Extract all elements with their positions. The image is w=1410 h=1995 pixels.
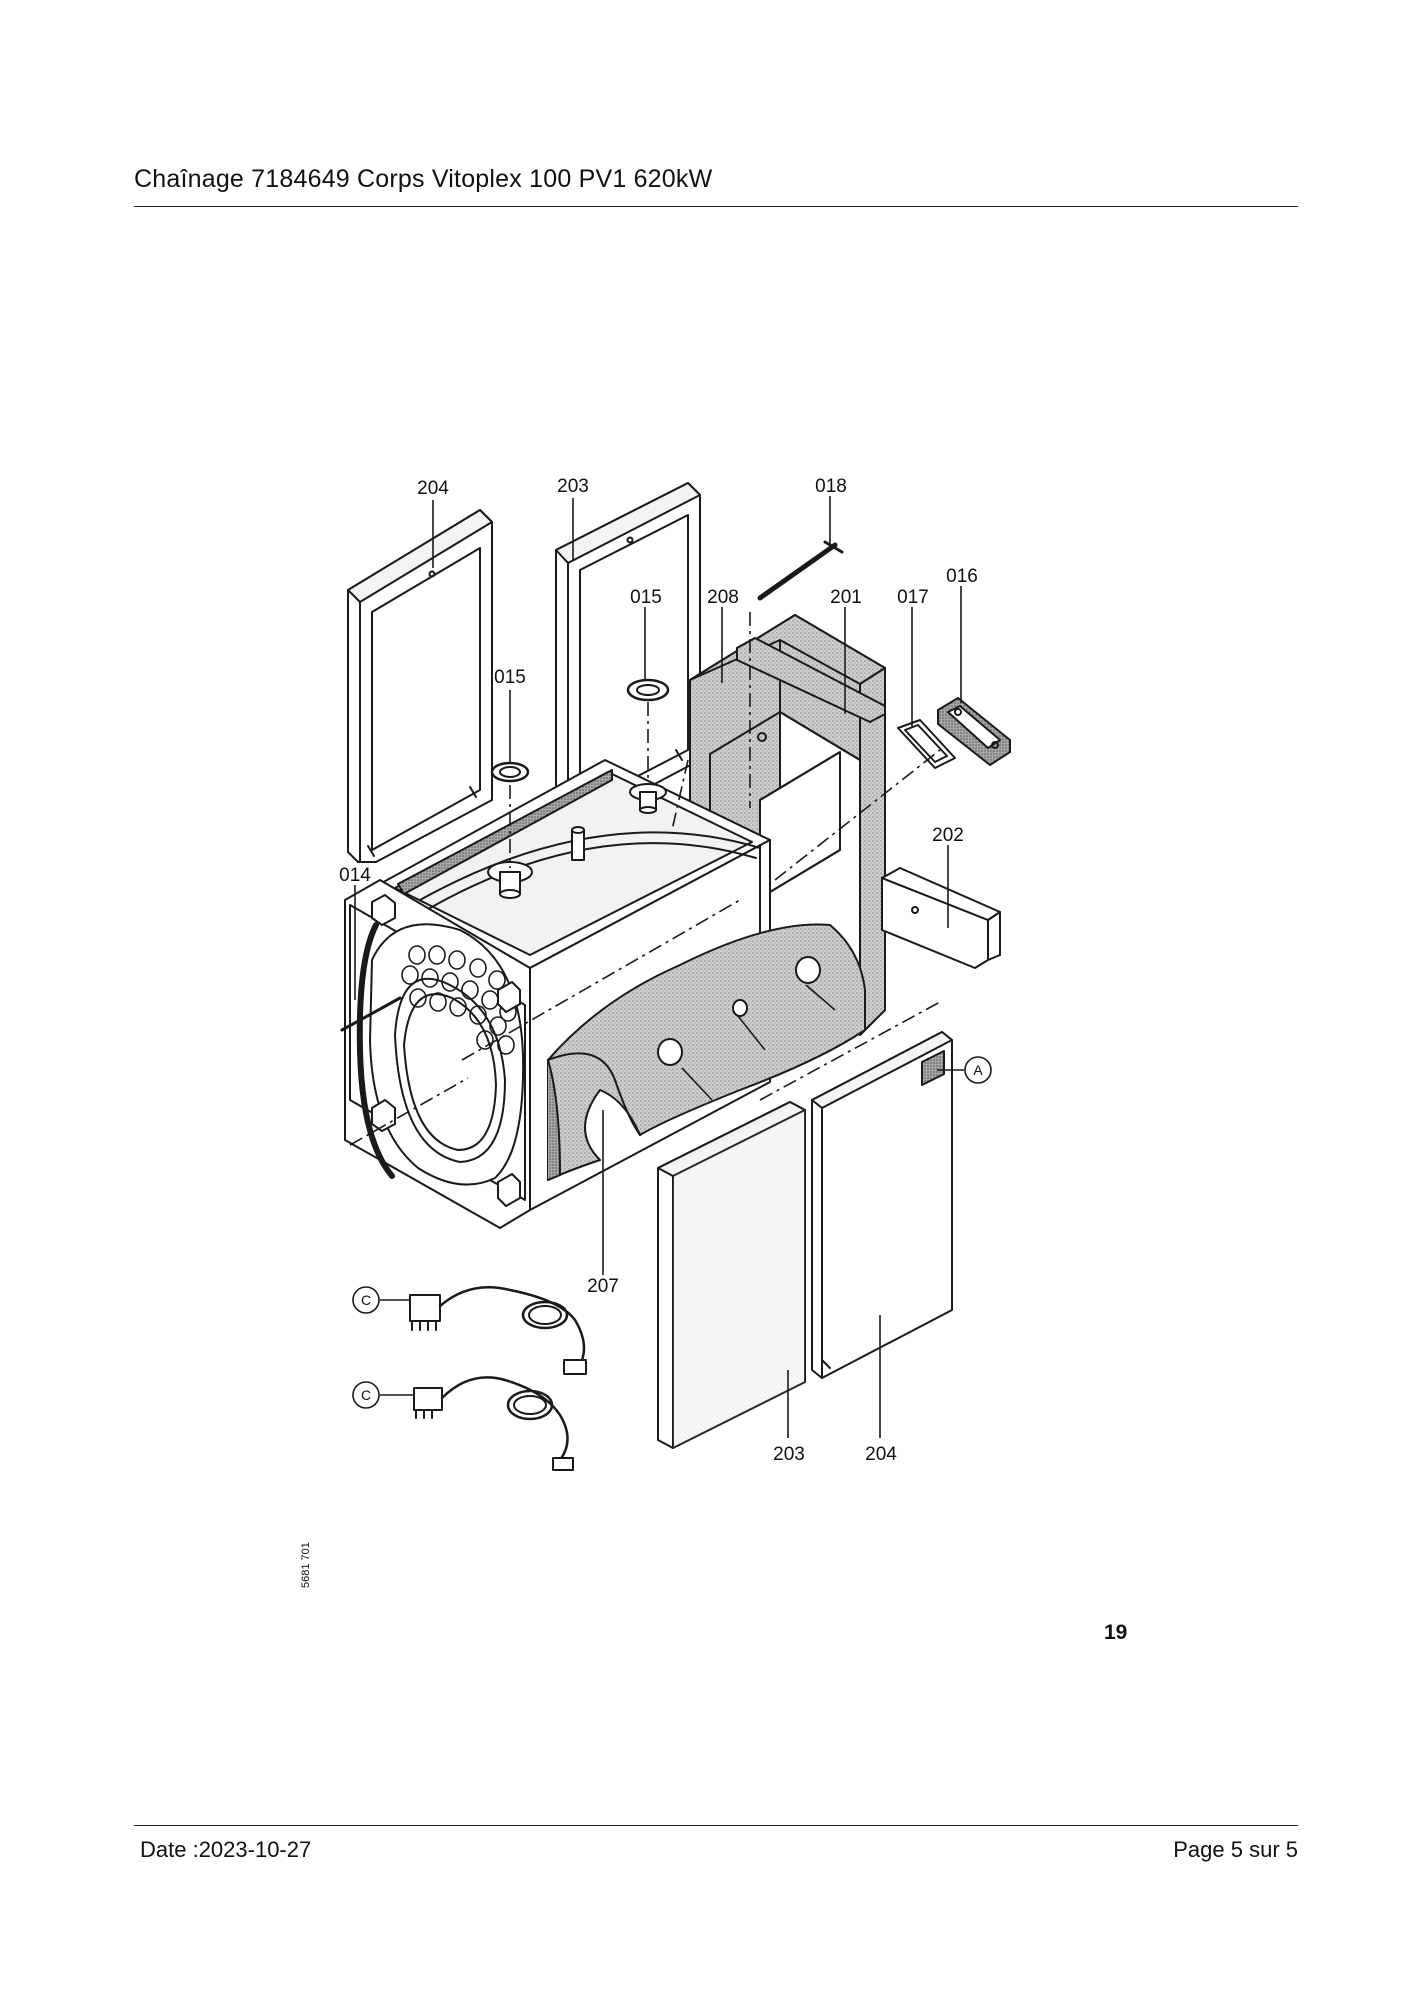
label-208: 208 [707, 587, 739, 608]
marker-circle-c1 [352, 1286, 380, 1314]
part-204-bottom-panel [811, 1031, 953, 1379]
drawing-page-number: 19 [1104, 1621, 1128, 1644]
part-018-rod [757, 540, 844, 601]
label-203-top: 203 [557, 476, 589, 497]
marker-circle-c2 [352, 1381, 380, 1409]
part-014-loop [340, 922, 402, 1179]
part-201-bar [736, 637, 886, 723]
footer-date: Date :2023-10-27 [140, 1837, 312, 1862]
label-016: 016 [946, 566, 978, 587]
leader-line [805, 984, 836, 1011]
axis-line [349, 1077, 469, 1146]
part-207-insulation-mat [547, 923, 866, 1181]
part-015-washer-left [490, 761, 530, 783]
axis-line [759, 1001, 941, 1101]
cable-harness-1 [409, 1286, 587, 1375]
part-016-cover [937, 697, 1011, 766]
axis-line [774, 749, 941, 881]
header-rule [134, 206, 1298, 207]
footer-page-indicator: Page 5 sur 5 [1173, 1837, 1298, 1862]
label-017: 017 [897, 587, 929, 608]
part-203-bottom-panel [657, 1101, 806, 1449]
label-203-bottom: 203 [773, 1444, 805, 1465]
label-018: 018 [815, 476, 847, 497]
part-204-top-frame [347, 509, 493, 863]
label-204-bottom: 204 [865, 1444, 897, 1465]
leader-line [737, 1015, 766, 1051]
part-202-bottom-plate [881, 867, 1001, 969]
part-015-washer-right [626, 678, 670, 702]
label-204-top: 204 [417, 478, 449, 499]
label-015-right: 015 [630, 587, 662, 608]
footer-rule [134, 1825, 1298, 1826]
label-015-left: 015 [494, 667, 526, 688]
label-207: 207 [587, 1276, 619, 1297]
axis-line [671, 759, 689, 831]
label-c-1: C [361, 1292, 371, 1308]
label-c-2: C [361, 1387, 371, 1403]
marker-circle-a [964, 1056, 992, 1084]
label-014: 014 [339, 865, 371, 886]
page-title: Chaînage 7184649 Corps Vitoplex 100 PV1 … [134, 165, 713, 193]
label-201: 201 [830, 587, 862, 608]
leader-line [681, 1067, 713, 1101]
cable-harness-2 [413, 1376, 574, 1471]
label-a: A [973, 1062, 983, 1078]
drawing-reference-code: 5681 701 [300, 1542, 312, 1588]
label-202: 202 [932, 825, 964, 846]
